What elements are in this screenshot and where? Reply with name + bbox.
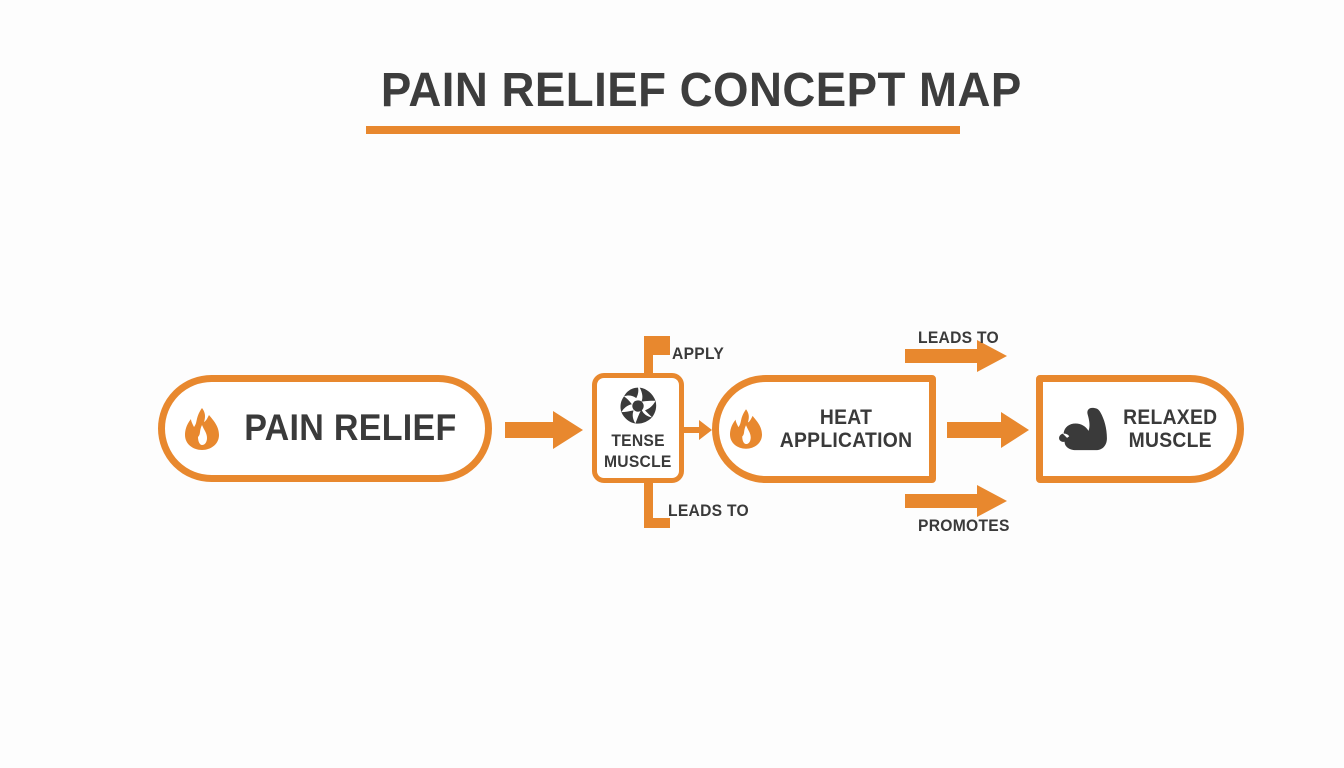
node-tense-muscle-label-line2: MUSCLE <box>604 451 672 471</box>
node-pain-relief[interactable]: PAIN RELIEF <box>158 375 492 482</box>
edge-label-leads-to-tense: LEADS TO <box>668 501 750 520</box>
node-relaxed-muscle-label-line1: RELAXED <box>1122 405 1218 429</box>
node-relaxed-muscle-label-line2: MUSCLE <box>1128 429 1212 452</box>
arrow-pain-relief-to-tense-muscle <box>505 411 583 449</box>
arrow-tense-muscle-to-heat-application <box>681 420 712 440</box>
node-heat-application[interactable]: HEAT APPLICATION <box>712 375 936 483</box>
node-pain-relief-label: PAIN RELIEF <box>243 407 457 449</box>
node-heat-application-label: HEAT APPLICATION <box>774 406 918 452</box>
node-relaxed-muscle[interactable]: RELAXED MUSCLE <box>1036 375 1244 483</box>
node-relaxed-muscle-label: RELAXED MUSCLE <box>1119 406 1221 452</box>
flexed-biceps-icon <box>1058 407 1107 451</box>
edge-label-promotes: PROMOTES <box>918 516 1010 535</box>
arrow-leads-to-upper <box>905 340 1007 372</box>
node-tense-muscle[interactable]: TENSE MUSCLE <box>592 373 684 483</box>
arrow-heat-application-to-relaxed-muscle <box>947 412 1029 448</box>
arrow-promotes-lower <box>905 485 1007 517</box>
muscle-knot-icon <box>620 387 657 424</box>
connector-elbow-apply <box>644 336 670 382</box>
flame-icon <box>729 409 762 449</box>
node-tense-muscle-label-line1: TENSE <box>611 430 665 450</box>
node-heat-application-label-line1: HEAT <box>819 405 873 429</box>
edge-label-apply: APPLY <box>672 344 725 363</box>
flame-icon <box>184 407 219 450</box>
page-title: PAIN RELIEF CONCEPT MAP <box>380 64 1022 117</box>
title-block: PAIN RELIEF CONCEPT MAP <box>366 64 1022 134</box>
title-underline-rule <box>366 125 960 134</box>
connector-elbow-leads-to <box>644 482 670 528</box>
node-heat-application-label-line2: APPLICATION <box>779 429 913 452</box>
edge-label-leads-to-relaxed: LEADS TO <box>918 328 1000 347</box>
